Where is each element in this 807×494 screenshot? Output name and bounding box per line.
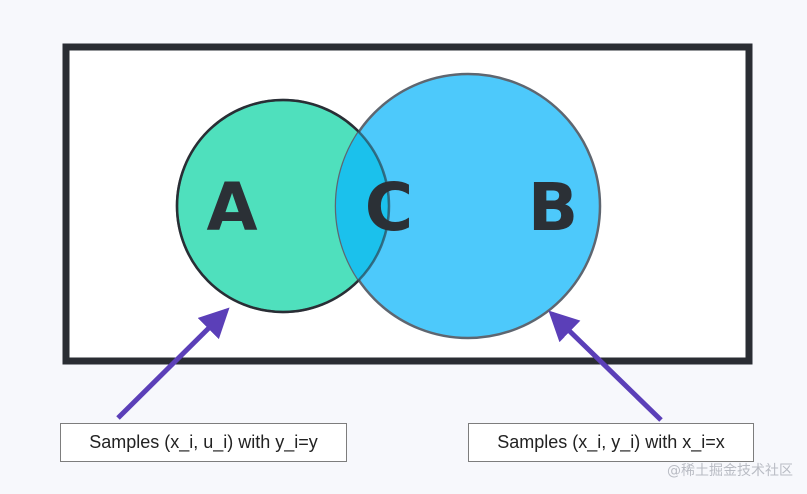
arrow-to-a	[116, 307, 230, 420]
caption-left-box: Samples (x_i, u_i) with y_i=y	[60, 423, 347, 462]
caption-right-text: Samples (x_i, y_i) with x_i=x	[497, 432, 725, 452]
region-b-label: B	[528, 169, 578, 246]
watermark-text: @稀土掘金技术社区	[667, 463, 793, 479]
arrow-to-b	[548, 310, 663, 422]
region-c-label: C	[365, 169, 413, 246]
circle-a-outline	[175, 98, 391, 314]
caption-right-box: Samples (x_i, y_i) with x_i=x	[468, 423, 754, 462]
caption-left-text: Samples (x_i, u_i) with y_i=y	[89, 432, 318, 452]
region-a-label: A	[206, 169, 257, 246]
